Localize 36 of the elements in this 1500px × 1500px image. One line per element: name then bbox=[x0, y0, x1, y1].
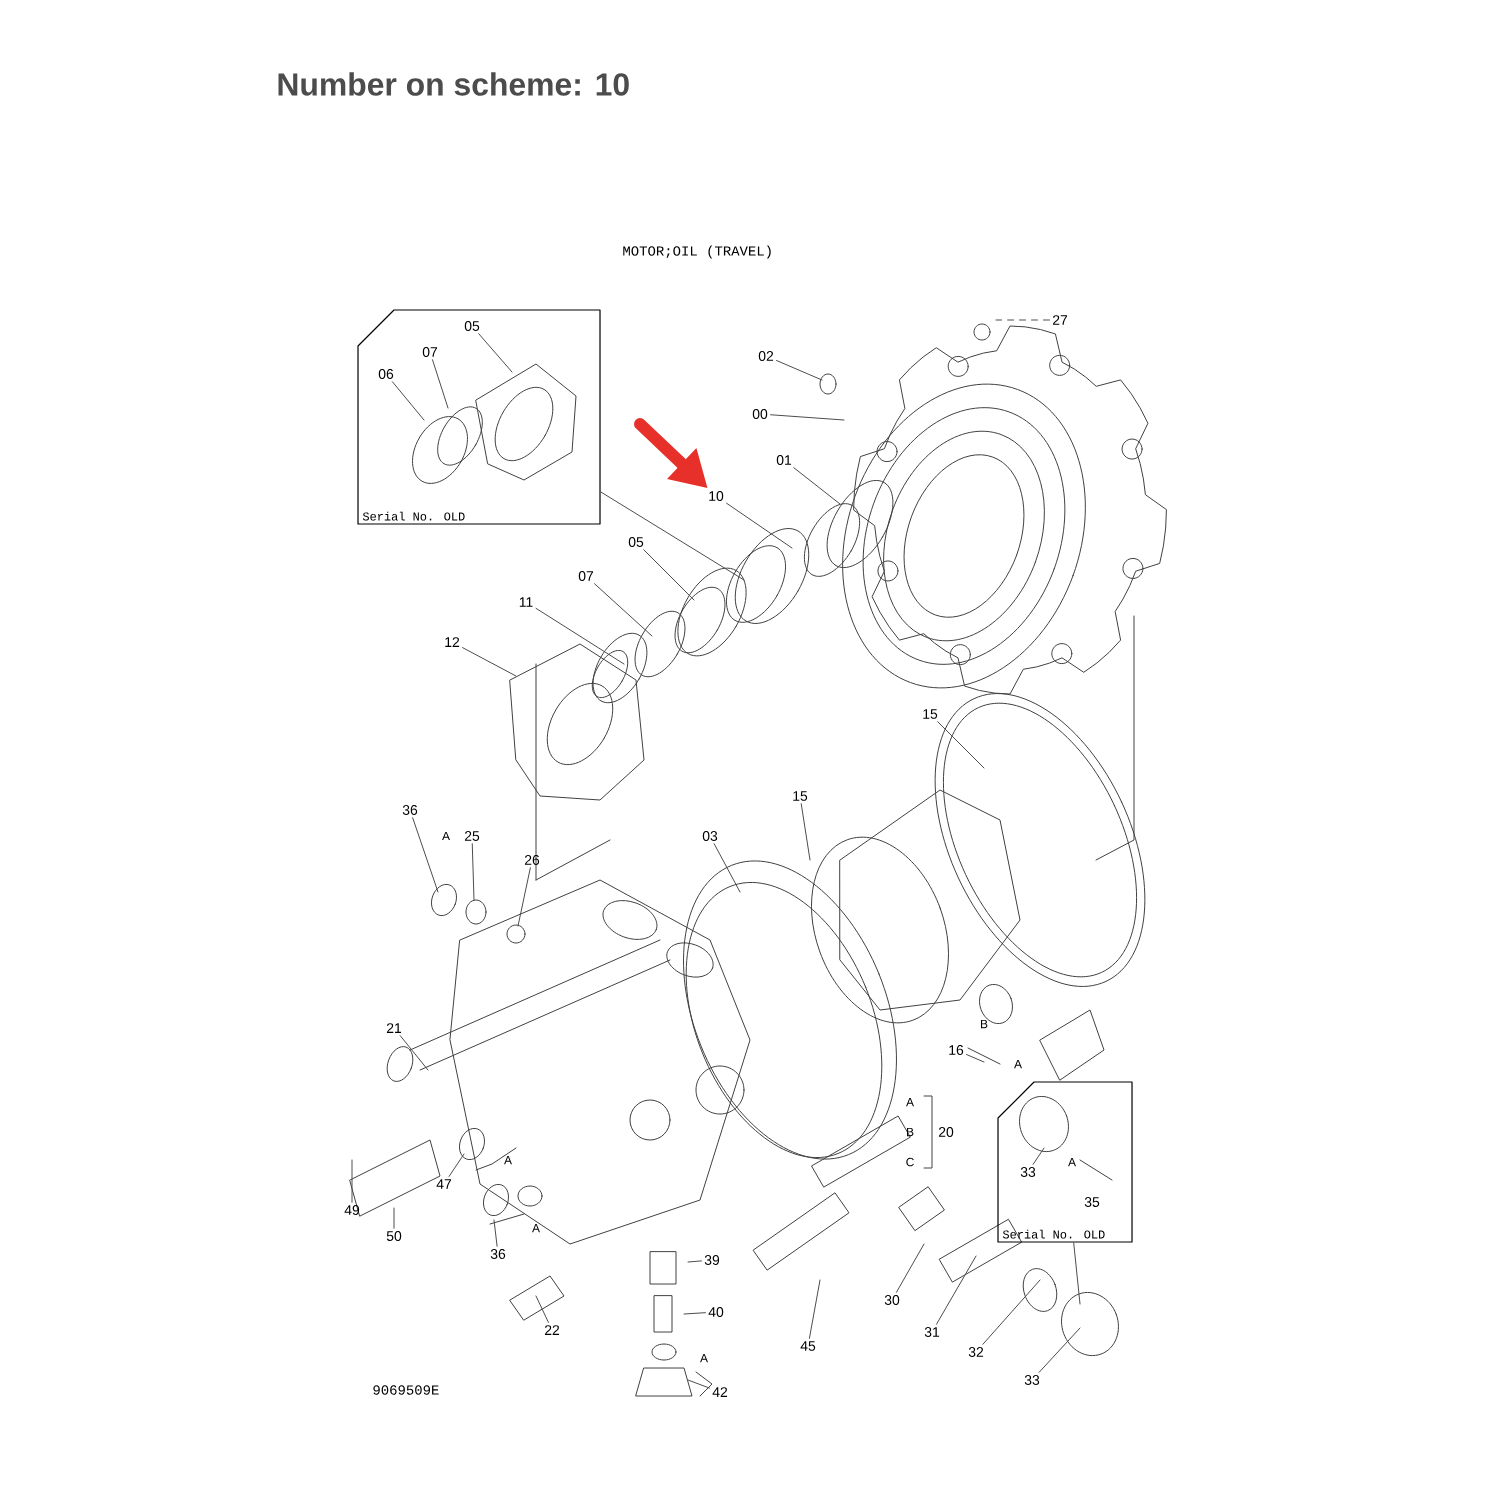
leader-line bbox=[776, 360, 823, 381]
leader-line bbox=[493, 1219, 498, 1247]
leader-line bbox=[1073, 1242, 1081, 1305]
leader-line bbox=[793, 467, 841, 505]
leader-line bbox=[726, 502, 793, 549]
leader-line bbox=[800, 803, 811, 861]
leader-line bbox=[412, 817, 439, 893]
leader-line bbox=[683, 1312, 706, 1315]
leader-line bbox=[1032, 1147, 1045, 1165]
leader-line bbox=[808, 1279, 821, 1339]
leader-line bbox=[432, 359, 449, 409]
leader-line bbox=[1038, 1327, 1081, 1373]
leader-line bbox=[966, 1054, 985, 1063]
leader-line bbox=[643, 549, 695, 601]
leader-line bbox=[535, 607, 625, 665]
leader-line bbox=[535, 1295, 549, 1323]
leader-line bbox=[936, 1255, 977, 1325]
leader-line bbox=[687, 1260, 702, 1263]
leader-line bbox=[399, 1035, 429, 1071]
leader-line bbox=[351, 1159, 353, 1203]
leader-line bbox=[391, 381, 425, 421]
leader-line bbox=[594, 583, 653, 637]
title: Number on scheme: 10 bbox=[278, 72, 629, 96]
leader-line bbox=[478, 333, 513, 373]
leader-line bbox=[982, 1279, 1041, 1345]
leader-line bbox=[393, 1207, 395, 1229]
leader-line bbox=[517, 867, 531, 927]
leader-line bbox=[687, 1379, 710, 1389]
leader-line bbox=[462, 647, 517, 677]
leader-line bbox=[471, 843, 475, 901]
leader-line bbox=[600, 491, 745, 581]
leader-line bbox=[895, 1243, 925, 1293]
leader-line bbox=[995, 319, 1050, 321]
leader-line bbox=[448, 1153, 465, 1177]
leader-line bbox=[770, 414, 845, 421]
leader-line bbox=[937, 721, 985, 769]
